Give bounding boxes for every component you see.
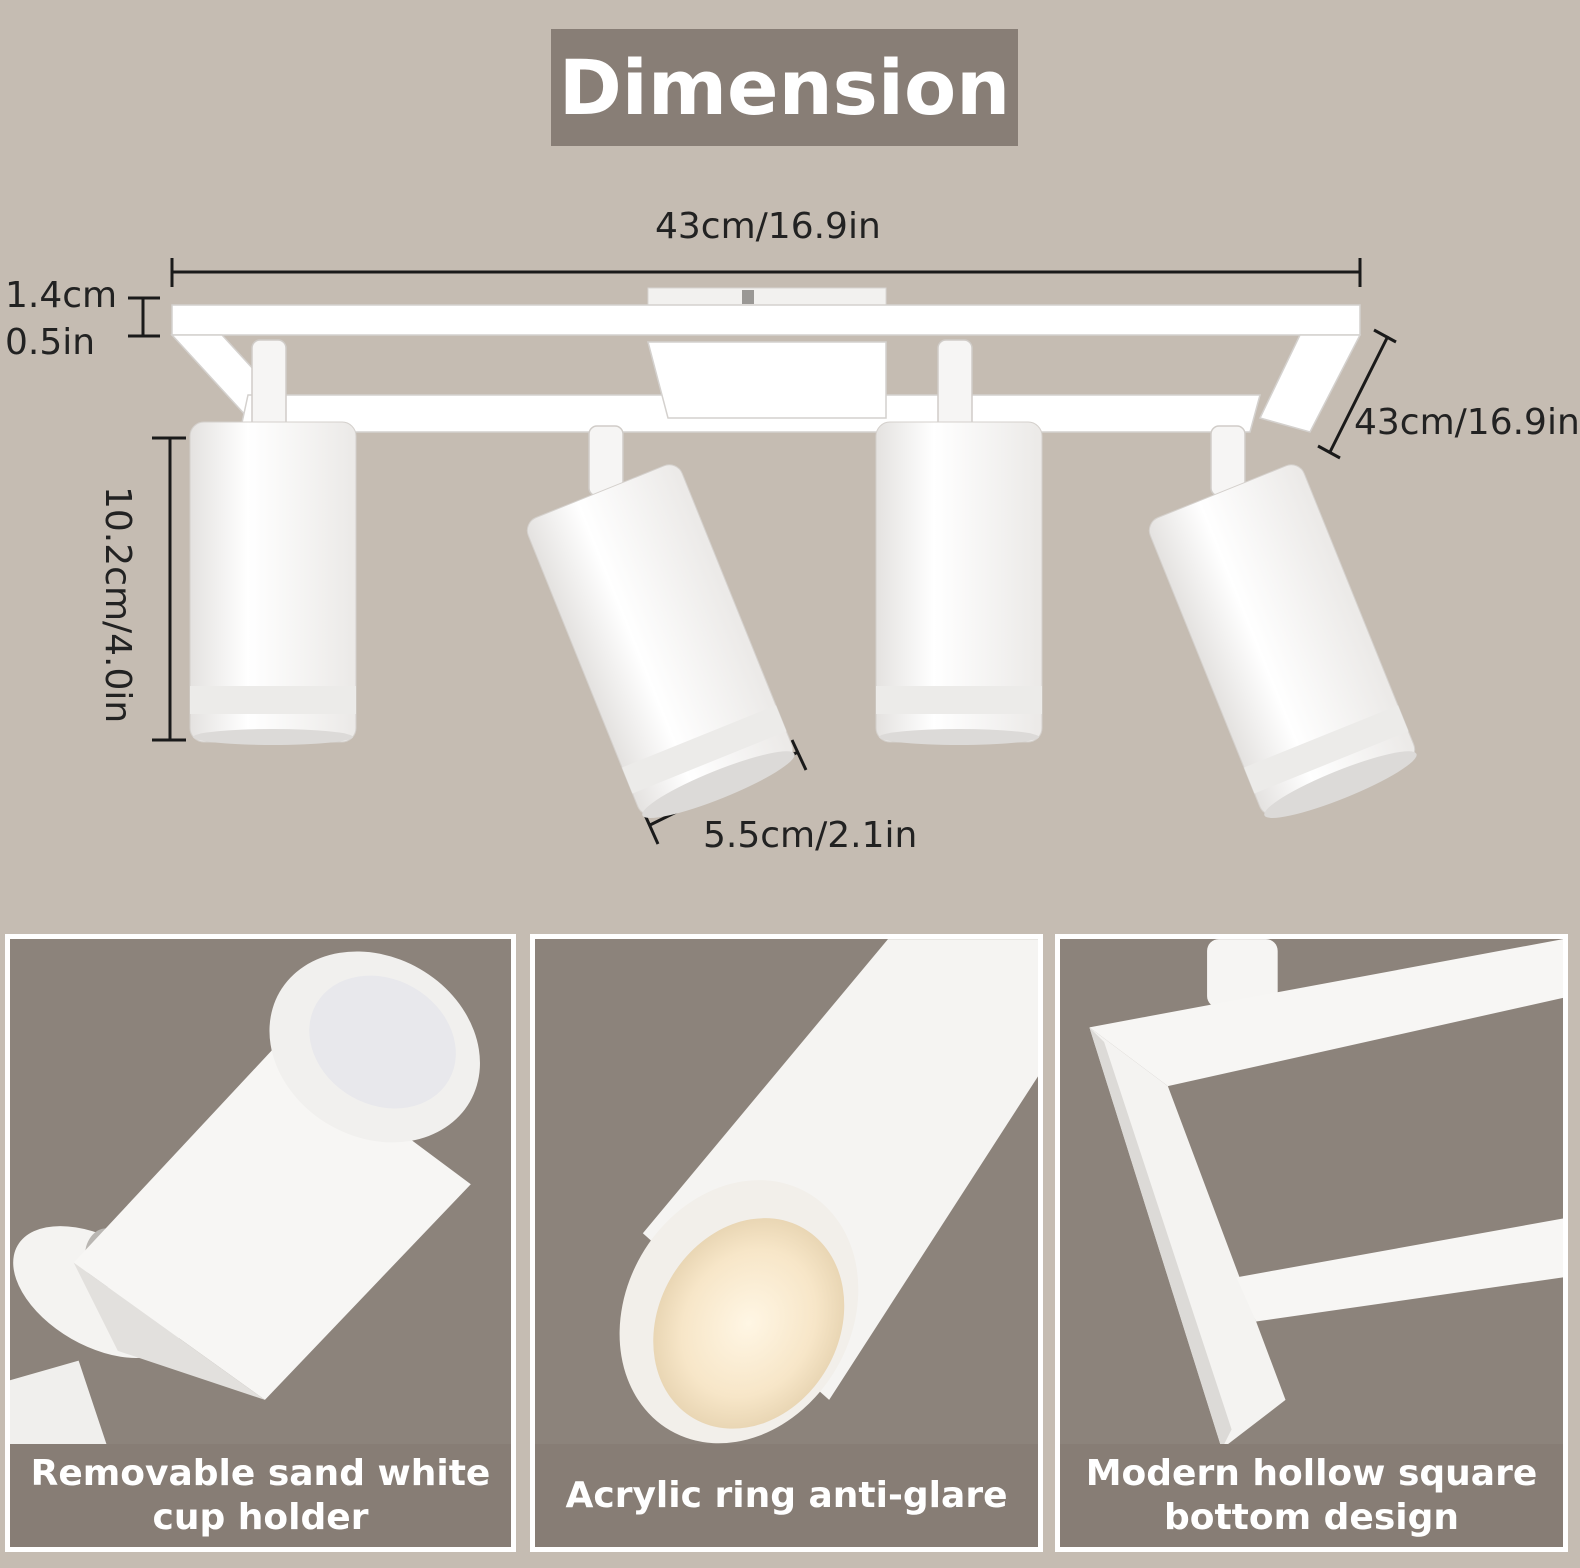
feature-panel-3 <box>1055 934 1568 1454</box>
feature-panel-2 <box>530 934 1043 1454</box>
width-label: 43cm/16.9in <box>655 206 881 247</box>
height-dimension-line <box>152 436 186 742</box>
thickness-cm-label: 1.4cm <box>5 275 118 316</box>
cup-holder-closeup <box>10 939 511 1449</box>
feature-panel-1 <box>5 934 516 1454</box>
diameter-label: 5.5cm/2.1in <box>703 815 918 856</box>
fixture-frame <box>170 304 1362 433</box>
spotlight-1 <box>189 421 357 745</box>
feature-caption-3: Modern hollow square bottom design <box>1055 1444 1568 1552</box>
thickness-in-label: 0.5in <box>5 322 96 363</box>
height-label: 10.2cm/4.0in <box>97 486 138 724</box>
width-dimension-line <box>170 258 1362 287</box>
feature-caption-2: Acrylic ring anti-glare <box>530 1444 1043 1552</box>
spotlight-2 <box>526 464 795 818</box>
hollow-frame-closeup <box>1060 939 1563 1449</box>
feature-caption-1: Removable sand white cup holder <box>5 1444 516 1552</box>
thickness-dimension-line <box>128 296 160 338</box>
acrylic-ring-closeup <box>535 939 1038 1449</box>
depth-label: 43cm/16.9in <box>1354 402 1580 443</box>
fixture-dimension-diagram <box>128 258 1417 845</box>
page-title: Dimension <box>551 29 1018 146</box>
spotlight-3 <box>875 421 1043 745</box>
spotlight-4 <box>1148 464 1417 818</box>
depth-dimension-line <box>1317 328 1397 460</box>
